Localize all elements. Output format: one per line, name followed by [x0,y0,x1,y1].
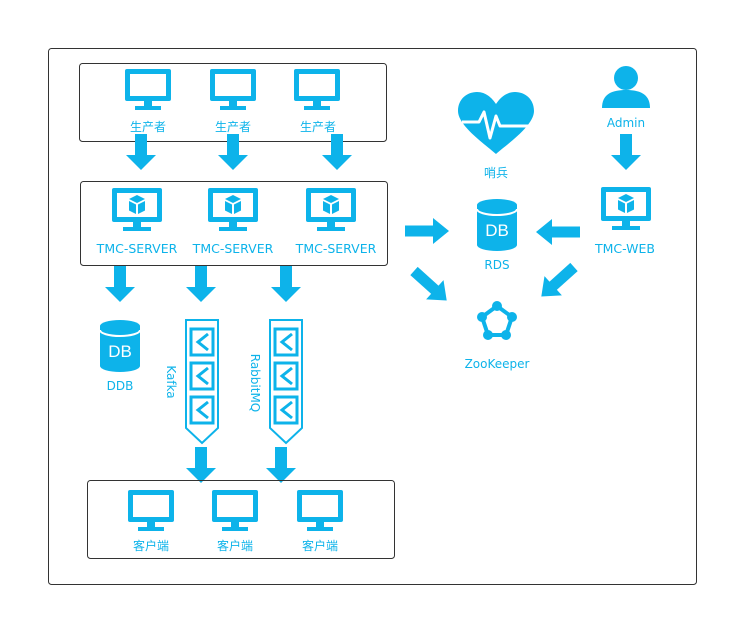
rds-label: RDS [484,258,510,272]
client-1-label: 客户端 [132,539,170,553]
arrow-server-to-rds [405,218,449,244]
producer-1-monitor-icon [125,69,171,110]
arrow-server-to-kafka [186,266,216,302]
producer-2-monitor-icon [210,69,256,110]
arrow-web-to-rds [536,219,580,245]
rabbitmq-label: RabbitMQ [248,353,262,413]
arrow-web-to-zookeeper [532,257,583,307]
arrow-kafka-to-clients [186,447,216,483]
kafka-queue-icon [185,319,219,445]
client-3-monitor-icon [297,490,343,531]
user-icon [602,66,650,108]
heart-pulse-icon [458,92,534,154]
client-3-label: 客户端 [301,539,339,553]
ddb-label: DDB [106,379,134,393]
zookeeper-label: ZooKeeper [464,357,530,371]
server-1-monitor-box-icon [112,188,162,231]
ddb-db-text: DB [108,342,132,361]
arrow-admin-to-web [611,134,641,170]
web-label: TMC-WEB [595,241,655,256]
outer-frame [48,48,697,585]
producer-3-label: 生产者 [299,120,337,134]
admin-label: Admin [606,116,646,130]
arrow-server-to-rabbitmq [271,266,301,302]
arrow-server-to-ddb [105,266,135,302]
server-2-monitor-box-icon [208,188,258,231]
kafka-label: Kafka [164,365,178,399]
web-monitor-box-icon [601,187,651,230]
client-2-monitor-icon [212,490,258,531]
client-1-monitor-icon [128,490,174,531]
arrow-producer-1-to-server-1 [126,134,156,170]
arrow-rabbitmq-to-clients [266,447,296,483]
arrow-producer-3-to-server-3 [322,134,352,170]
producer-3-monitor-icon [294,69,340,110]
zookeeper-icon [477,301,517,340]
producer-2-label: 生产者 [214,120,252,134]
producer-1-label: 生产者 [129,120,167,134]
server-3-monitor-box-icon [306,188,356,231]
server-2-label: TMC-SERVER [192,241,274,256]
arrow-producer-2-to-server-2 [218,134,248,170]
server-group-box [80,181,388,266]
client-group-box [87,480,395,559]
sentinel-label: 哨兵 [483,166,509,180]
arrow-server-to-zookeeper [405,261,456,311]
client-2-label: 客户端 [216,539,254,553]
rds-db-text: DB [485,221,509,240]
server-3-label: TMC-SERVER [295,241,377,256]
rabbitmq-queue-icon [269,319,303,445]
server-1-label: TMC-SERVER [96,241,178,256]
